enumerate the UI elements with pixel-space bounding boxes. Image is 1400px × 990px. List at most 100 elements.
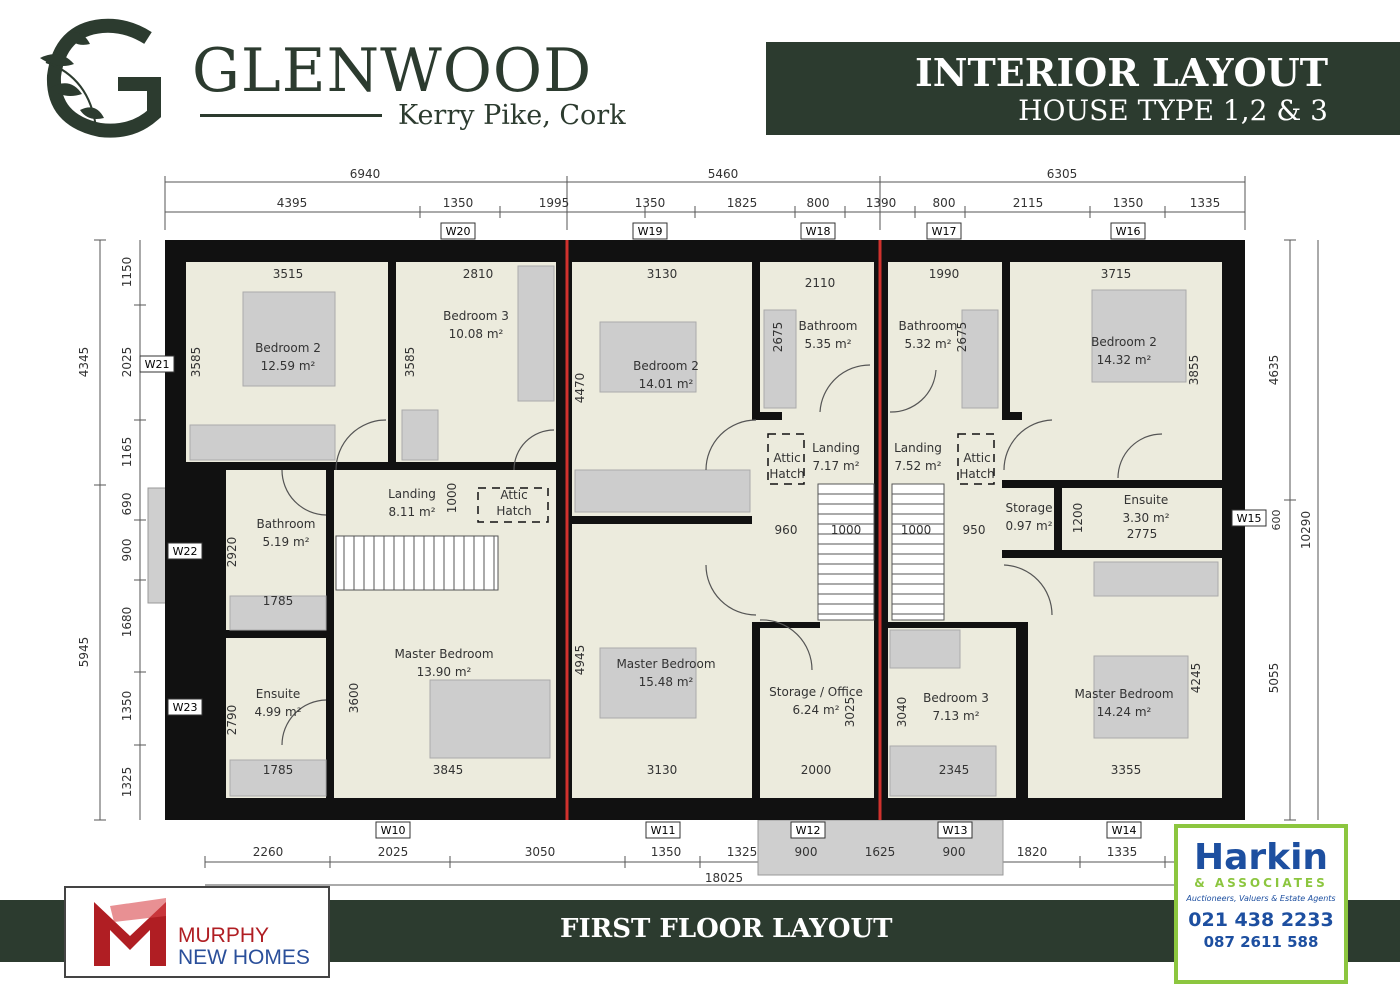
room-area: 5.32 m² [904, 337, 951, 351]
agent-phone-1[interactable]: 021 438 2233 [1188, 909, 1334, 931]
dim-left-overall: 5945 [77, 637, 91, 668]
window-label: W13 [943, 824, 968, 837]
window-label: W15 [1237, 512, 1262, 525]
room-name: Storage / Office [769, 685, 863, 699]
dim-left-detail: 1165 [120, 437, 134, 468]
room-dim: 3130 [647, 267, 678, 281]
dim-bottom-detail: 1625 [865, 845, 896, 859]
window-tag-box [1106, 821, 1142, 839]
room-name: Landing [812, 441, 860, 455]
dim-top-overall: 6305 [1047, 167, 1078, 181]
window-tag-box [440, 222, 476, 240]
room-area: 15.48 m² [639, 675, 694, 689]
room-dim: 1990 [929, 267, 960, 281]
window-tag-box [1231, 509, 1267, 527]
interior-walls [218, 262, 1222, 800]
room-area: 7.17 m² [812, 459, 859, 473]
dim-top-detail: 1825 [727, 196, 758, 210]
room-name: Storage [1006, 501, 1053, 515]
agent-logo: Harkin & ASSOCIATES Auctioneers, Valuers… [1174, 824, 1348, 984]
room-name: Master Bedroom [394, 647, 493, 661]
room-dim: 2675 [955, 322, 969, 353]
room-dim: 3600 [347, 683, 361, 714]
attic-hatch-label: Attic [963, 451, 990, 465]
window-tag-box [790, 821, 826, 839]
room-area: 7.13 m² [932, 709, 979, 723]
dim-right-total: 10290 [1299, 511, 1313, 549]
window-tag-box [937, 821, 973, 839]
dim-top-detail: 4395 [277, 196, 308, 210]
window-label: W18 [806, 225, 831, 238]
dim-left-detail: 2025 [120, 347, 134, 378]
dim-bottom-detail: 3050 [525, 845, 556, 859]
room-dim: 3025 [843, 697, 857, 728]
room-area: 8.11 m² [388, 505, 435, 519]
room-dim: 3515 [273, 267, 304, 281]
dim-left-detail: 1680 [120, 607, 134, 638]
room-area: 10.08 m² [449, 327, 504, 341]
window-tag-box [926, 222, 962, 240]
room-dim: 1200 [1071, 503, 1085, 534]
dim-left-detail: 1350 [120, 691, 134, 722]
window-label: W17 [932, 225, 957, 238]
attic-hatch-label: Attic [773, 451, 800, 465]
window-label: W10 [381, 824, 406, 837]
dim-top-detail: 2115 [1013, 196, 1044, 210]
developer-name-line2: NEW HOMES [178, 946, 310, 969]
room-dim: 1785 [263, 763, 294, 777]
murphy-m-logo-icon [94, 898, 166, 966]
room-dim: 2000 [801, 763, 832, 777]
window-label: W12 [796, 824, 821, 837]
window-tag-box [139, 355, 175, 373]
dim-top-detail: 800 [807, 196, 830, 210]
room-dim: 4470 [573, 373, 587, 404]
window-label: W23 [173, 701, 198, 714]
window-label: W16 [1116, 225, 1141, 238]
room-name: Landing [388, 487, 436, 501]
dim-right-w15: 600 [1270, 510, 1283, 531]
room-area: 13.90 m² [417, 665, 472, 679]
room-area: 7.52 m² [894, 459, 941, 473]
agent-phone-2[interactable]: 087 2611 588 [1203, 933, 1319, 951]
room-name: Bedroom 2 [633, 359, 699, 373]
room-area: 14.24 m² [1097, 705, 1152, 719]
room-name: Bedroom 2 [1091, 335, 1157, 349]
room-area: 14.01 m² [639, 377, 694, 391]
dim-top-overall: 6940 [350, 167, 381, 181]
room-area: 4.99 m² [254, 705, 301, 719]
room-name: Bathroom [257, 517, 316, 531]
room-name: Ensuite [1124, 493, 1168, 507]
room-name: Bathroom [799, 319, 858, 333]
window-label: W11 [651, 824, 676, 837]
dim-top-detail: 1335 [1190, 196, 1221, 210]
page-subtitle: HOUSE TYPE 1,2 & 3 [1018, 94, 1328, 127]
dim-bottom-total: 18025 [705, 871, 743, 885]
room-dim: 2810 [463, 267, 494, 281]
dim-bottom-detail: 1350 [651, 845, 682, 859]
dim-top-detail: 1995 [539, 196, 570, 210]
room-dim: 2345 [939, 763, 970, 777]
window-tag-box [1110, 222, 1146, 240]
attic-hatch-label: Attic [500, 488, 527, 502]
room-area: 6.24 m² [792, 703, 839, 717]
dim-right-overall: 5055 [1267, 663, 1281, 694]
agent-assoc: & ASSOCIATES [1194, 876, 1328, 890]
room-dim: 3845 [433, 763, 464, 777]
brand-name: GLENWOOD [192, 36, 593, 106]
window-label: W19 [638, 225, 663, 238]
room-area: 5.19 m² [262, 535, 309, 549]
floor-areas [186, 262, 1222, 798]
dim-bottom-detail: 900 [943, 845, 966, 859]
window-tag-box [167, 542, 203, 560]
leaf-g-logo-icon [40, 18, 161, 138]
room-dim: 2790 [225, 705, 239, 736]
room-dim: 2775 [1127, 527, 1158, 541]
room-name: Bathroom [899, 319, 958, 333]
room-dim: 3715 [1101, 267, 1132, 281]
dim-bottom-detail: 2260 [253, 845, 284, 859]
agent-tagline: Auctioneers, Valuers & Estate Agents [1186, 894, 1336, 903]
room-dim: 1785 [263, 594, 294, 608]
dim-bottom-detail: 1325 [727, 845, 758, 859]
attic-hatch-label: Hatch [959, 467, 994, 481]
brand-location: Kerry Pike, Cork [398, 100, 626, 131]
